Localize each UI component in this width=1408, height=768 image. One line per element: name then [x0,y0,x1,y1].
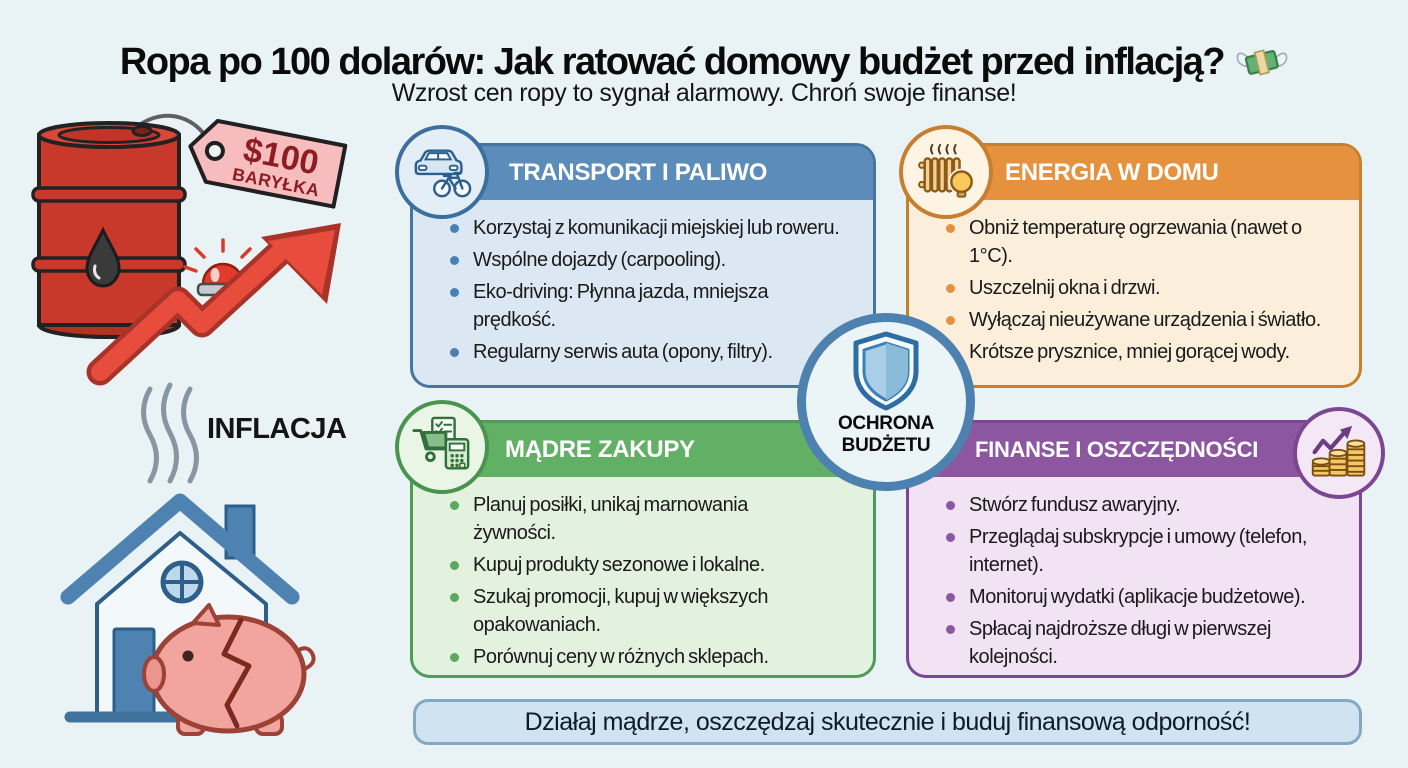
card-transport-title: TRANSPORT I PALIWO [509,159,768,186]
energy-list: Obniż temperaturę ogrzewania (nawet o 1°… [937,214,1345,366]
card-finance-body: Stwórz fundusz awaryjny. Przeglądaj subs… [909,477,1359,675]
card-finance-title: FINANSE I OSZCZĘDNOŚCI [975,437,1259,462]
card-energy: ENERGIA W DOMU Obniż temperaturę ogrzewa… [899,125,1362,388]
budget-protection-badge: OCHRONA BUDŻETU [797,313,975,491]
car-and-bicycle-icon [414,149,472,198]
list-item: Przeglądaj subskrypcje i umowy (telefon,… [937,523,1345,579]
list-item: Wspólne dojazdy (carpooling). [441,246,843,274]
oil-barrel-icon [31,121,187,339]
card-transport-body: Korzystaj z komunikacji miejskiej lub ro… [413,200,873,385]
list-item: Uszczelnij okna i drzwi. [937,274,1345,302]
inflation-label: INFLACJA [207,413,347,445]
list-item: Eko-driving: Płynna jazda, mniejsza pręd… [441,278,843,334]
list-item: Stwórz fundusz awaryjny. [937,491,1345,519]
heat-waves-icon [141,382,199,484]
list-item: Spłacaj najdroższe długi w pierwszej kol… [937,615,1345,671]
energy-icon-circle [899,125,993,219]
card-energy-title: ENERGIA W DOMU [1005,159,1219,186]
price-tag: $100 BARYŁKA [188,118,348,209]
card-shopping-header: MĄDRE ZAKUPY [413,423,873,477]
list-item: Monitoruj wydatki (aplikacje budżetowe). [937,583,1345,611]
list-item: Obniż temperaturę ogrzewania (nawet o 1°… [937,214,1345,270]
list-item: Planuj posiłki, unikaj marnowania żywnoś… [441,491,829,547]
card-finance: FINANSE I OSZCZĘDNOŚCI Stwórz fundusz aw… [906,407,1385,678]
coins-growth-arrow-icon [1311,425,1366,477]
list-item: Regularny serwis auta (opony, filtry). [441,338,843,366]
transport-list: Korzystaj z komunikacji miejskiej lub ro… [441,214,859,366]
card-transport: TRANSPORT I PALIWO Korzystaj z komunikac… [395,125,876,388]
card-energy-body: Obniż temperaturę ogrzewania (nawet o 1°… [909,200,1359,385]
shopping-icon-circle [395,400,489,494]
shield-icon [853,331,919,411]
list-item: Kupuj produkty sezonowe i lokalne. [441,551,829,579]
page-subtitle: Wzrost cen ropy to sygnał alarmowy. Chro… [391,79,1017,107]
rising-arrow-icon [86,223,341,386]
page-title: Ropa po 100 dolarów: Jak ratować domowy … [119,41,1226,84]
card-shopping-body: Planuj posiłki, unikaj marnowania żywnoś… [413,477,873,675]
shopping-list: Planuj posiłki, unikaj marnowania żywnoś… [441,491,859,671]
radiator-and-bulb-icon [918,143,975,198]
title-row: Ropa po 100 dolarów: Jak ratować domowy … [0,16,1408,110]
finance-icon-circle [1293,407,1385,499]
transport-icon-circle [395,125,489,219]
list-item: Korzystaj z komunikacji miejskiej lub ro… [441,214,843,242]
broken-piggy-bank-icon [142,603,316,736]
badge-line2: BUDŻETU [841,435,931,456]
card-finance-header: FINANSE I OSZCZĘDNOŚCI [909,423,1359,477]
card-transport-header: TRANSPORT I PALIWO [413,146,873,200]
footer-banner: Działaj mądrze, oszczędzaj skutecznie i … [413,699,1362,745]
badge-line1: OCHRONA [837,413,935,434]
list-item: Porównuj ceny w różnych sklepach. [441,643,829,671]
list-item: Szukaj promocji, kupuj w większych opako… [441,583,829,639]
list-item-continuation: Krótsze prysznice, mniej gorącej wody. [969,341,1290,363]
cart-checklist-calculator-icon [412,416,470,470]
badge-label: OCHRONA BUDŻETU [838,413,934,457]
money-with-wings-icon [1236,49,1288,76]
finance-list: Stwórz fundusz awaryjny. Przeglądaj subs… [937,491,1345,671]
oil-inflation-illustration: $100 BARYŁKA [31,113,348,736]
card-shopping: MĄDRE ZAKUPY Planuj posiłki, unikaj marn… [395,400,876,678]
card-shopping-title: MĄDRE ZAKUPY [505,436,695,463]
crack [221,617,252,729]
list-item: Wyłączaj nieużywane urządzenia i światło… [937,306,1345,334]
